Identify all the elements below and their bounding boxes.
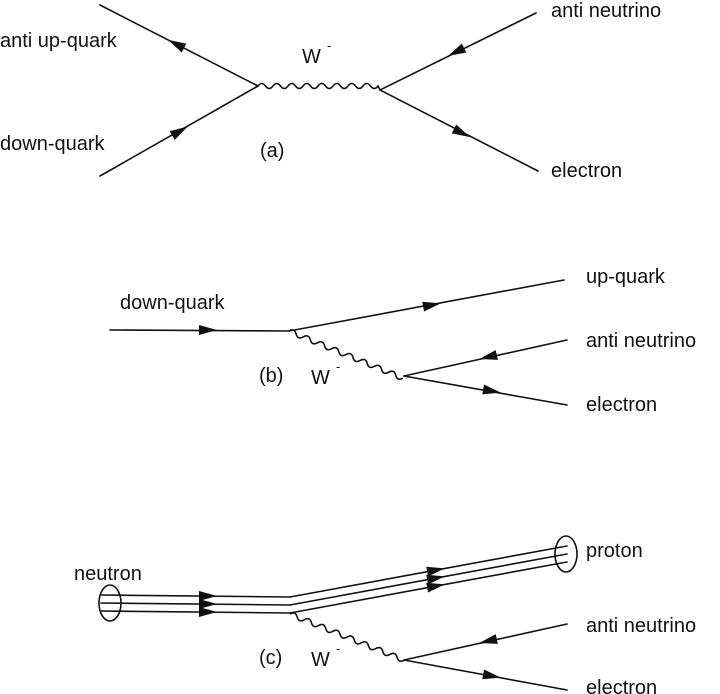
label-neutron: neutron: [74, 563, 142, 585]
arrow-down-quark-b: [199, 325, 217, 335]
neutron-quark-line-2: [100, 602, 291, 606]
panel-label-b: (b): [259, 365, 283, 387]
arrow-anti-neutrino-c: [479, 634, 498, 644]
arrow-proton-2: [426, 574, 445, 585]
arrow-anti-neutrino-b: [479, 350, 498, 360]
label-w-charge-a: -: [327, 38, 331, 53]
label-w-charge-c: -: [336, 641, 340, 656]
label-electron-a: electron: [551, 160, 622, 182]
w-boson-wave-c: [289, 612, 405, 663]
label-w-boson-a: W: [302, 46, 321, 68]
neutron-quark-line-1: [100, 594, 291, 598]
arrow-neutron-1: [199, 591, 217, 601]
panel-a: anti up-quark down-quark anti neutrino e…: [0, 0, 661, 182]
w-boson-wave-a: [257, 82, 381, 91]
panel-b: down-quark up-quark anti neutrino electr…: [109, 266, 696, 416]
label-proton: proton: [586, 540, 643, 562]
panel-label-c: (c): [259, 647, 282, 669]
arrow-down-quark-a: [169, 126, 188, 140]
label-anti-neutrino-c: anti neutrino: [586, 615, 696, 637]
arrow-anti-neutrino-a: [447, 43, 467, 56]
proton-ellipse: [554, 535, 578, 573]
arrow-proton-3: [426, 582, 445, 593]
label-w-boson-c: W: [311, 649, 330, 671]
label-anti-neutrino-b: anti neutrino: [586, 330, 696, 352]
label-w-charge-b: -: [336, 359, 340, 374]
arrow-electron-b: [482, 384, 501, 395]
panel-c: neutron proton anti neutrino electron W …: [74, 535, 696, 694]
arrow-electron-c: [482, 669, 501, 680]
w-boson-wave-b: [288, 329, 404, 381]
label-anti-up-quark: anti up-quark: [0, 30, 118, 52]
arrow-proton-1: [426, 566, 445, 577]
label-w-boson-b: W: [311, 367, 330, 389]
arrow-neutron-3: [199, 607, 217, 617]
arrow-anti-up-quark: [167, 39, 187, 53]
label-down-quark-a: down-quark: [0, 133, 106, 155]
label-electron-c: electron: [586, 677, 657, 694]
panel-label-a: (a): [260, 140, 284, 162]
neutron-ellipse: [98, 584, 122, 622]
label-down-quark-b: down-quark: [120, 292, 226, 314]
label-anti-neutrino-a: anti neutrino: [551, 0, 661, 22]
arrow-up-quark: [422, 301, 441, 312]
label-up-quark: up-quark: [586, 266, 666, 288]
label-electron-b: electron: [586, 394, 657, 416]
arrow-electron-a: [451, 124, 471, 138]
neutron-quark-line-3: [100, 610, 291, 614]
arrow-neutron-2: [199, 599, 217, 609]
